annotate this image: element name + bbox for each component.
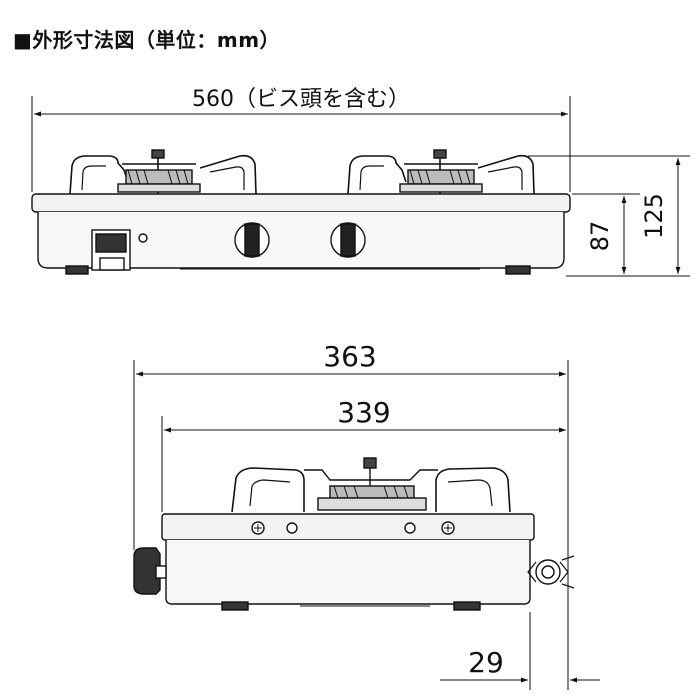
front-height-body-label: 87 xyxy=(586,221,614,252)
side-dimensions xyxy=(133,360,600,690)
front-foot-left xyxy=(65,265,89,275)
side-pot-support-left xyxy=(231,467,305,513)
ignition-switch-icon xyxy=(91,229,131,271)
side-control-knob-icon xyxy=(133,547,167,595)
side-top-plate xyxy=(161,513,535,541)
gas-inlet-fitting-icon xyxy=(527,555,575,589)
side-burner-icon xyxy=(304,457,438,511)
right-pot-support xyxy=(347,154,535,195)
side-pot-support-right xyxy=(435,467,511,513)
front-view xyxy=(31,149,571,275)
right-burner-icon xyxy=(399,149,483,200)
front-foot-right xyxy=(505,265,531,275)
side-view xyxy=(133,457,575,611)
front-width-label: 560（ビス頭を含む） xyxy=(192,87,410,112)
side-depth-total-label: 363 xyxy=(323,340,376,373)
front-top-plate xyxy=(31,193,571,213)
front-height-total-label: 125 xyxy=(640,193,668,239)
side-offset-label: 29 xyxy=(468,646,504,679)
front-dimensions xyxy=(31,96,690,277)
page-title: ■外形寸法図（単位：mm） xyxy=(13,28,281,52)
left-pot-support xyxy=(69,154,257,195)
left-control-knob-icon xyxy=(234,222,270,258)
side-body xyxy=(165,540,531,605)
side-foot-rear xyxy=(453,601,481,611)
left-burner-icon xyxy=(117,149,201,200)
indicator-icon xyxy=(138,233,148,243)
side-depth-body-label: 339 xyxy=(337,396,390,429)
right-control-knob-icon xyxy=(330,222,366,258)
front-body xyxy=(37,212,565,269)
side-foot-front xyxy=(221,601,249,611)
side-screws xyxy=(251,521,455,535)
